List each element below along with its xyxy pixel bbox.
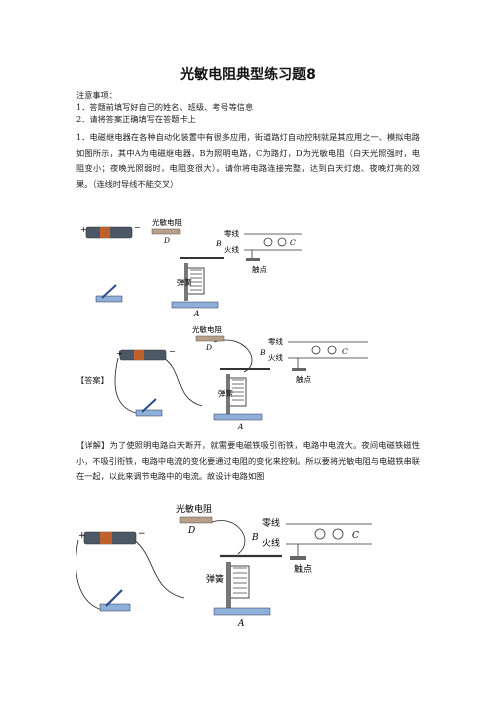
question-diagram: + − 光敏电阻 D 弹簧 A B 零线 火线 触点 C	[80, 218, 302, 318]
neutral-line-label: 零线	[224, 228, 239, 238]
detail-text: 【详解】为了使照明电路白天断开，就需要电磁铁吸引衔铁，电路中电流大。夜间电磁铁磁…	[76, 440, 420, 481]
label-D: D	[187, 526, 195, 536]
label-B: B	[251, 533, 259, 543]
spring-label: 弹簧	[218, 388, 233, 398]
contact-label: 触点	[296, 374, 311, 384]
photoresistor-label: 光敏电阻	[176, 503, 212, 515]
label-B: B	[259, 348, 266, 357]
notes-heading: 注意事项：	[76, 90, 117, 100]
label-C: C	[342, 347, 348, 356]
notes-item: 1．答题前填写好自己的姓名、班级、考号等信息	[76, 102, 254, 112]
live-line-label: 火线	[262, 537, 280, 549]
neutral-line-label: 零线	[262, 517, 280, 529]
label-B: B	[215, 239, 222, 248]
answer-label: 【答案】	[76, 375, 109, 385]
page-title: 光敏电阻典型练习题8	[180, 67, 316, 83]
answer-diagram: + − 光敏电阻 D 弹簧 A B 零线 火线 触点 C	[114, 324, 368, 431]
label-A: A	[237, 619, 245, 628]
photoresistor-label: 光敏电阻	[192, 324, 222, 334]
notes-section: 注意事项： 1．答题前填写好自己的姓名、班级、考号等信息 2．请将答案正确填写在…	[76, 89, 253, 125]
neutral-line-label: 零线	[268, 336, 283, 346]
live-line-label: 火线	[224, 244, 239, 254]
label-C: C	[290, 238, 296, 247]
contact-label: 触点	[252, 264, 267, 274]
battery-minus-label: −	[138, 529, 146, 539]
label-A: A	[237, 422, 244, 431]
question-text: 1．电磁继电器在各种自动化装置中有很多应用，街道路灯自动控制就是其应用之一、模拟…	[76, 132, 420, 189]
contact-label: 触点	[294, 563, 312, 575]
battery-minus-label: −	[169, 347, 176, 356]
live-line-label: 火线	[268, 352, 283, 362]
battery-minus-label: −	[134, 223, 141, 232]
notes-item: 2．请将答案正确填写在答题卡上	[76, 114, 196, 124]
detail-diagram: + − 光敏电阻 D 弹簧 A B 零线 火线 触点 C	[76, 503, 372, 628]
photoresistor-label: 光敏电阻	[152, 218, 182, 227]
label-D: D	[205, 343, 212, 352]
label-D: D	[163, 236, 170, 245]
battery-plus-label: +	[78, 531, 86, 541]
battery-plus-label: +	[116, 349, 123, 358]
spring-label: 弹簧	[177, 277, 192, 287]
battery-plus-label: +	[80, 225, 87, 234]
spring-label: 弹簧	[206, 573, 224, 585]
label-C: C	[352, 531, 359, 541]
label-A: A	[193, 309, 200, 318]
